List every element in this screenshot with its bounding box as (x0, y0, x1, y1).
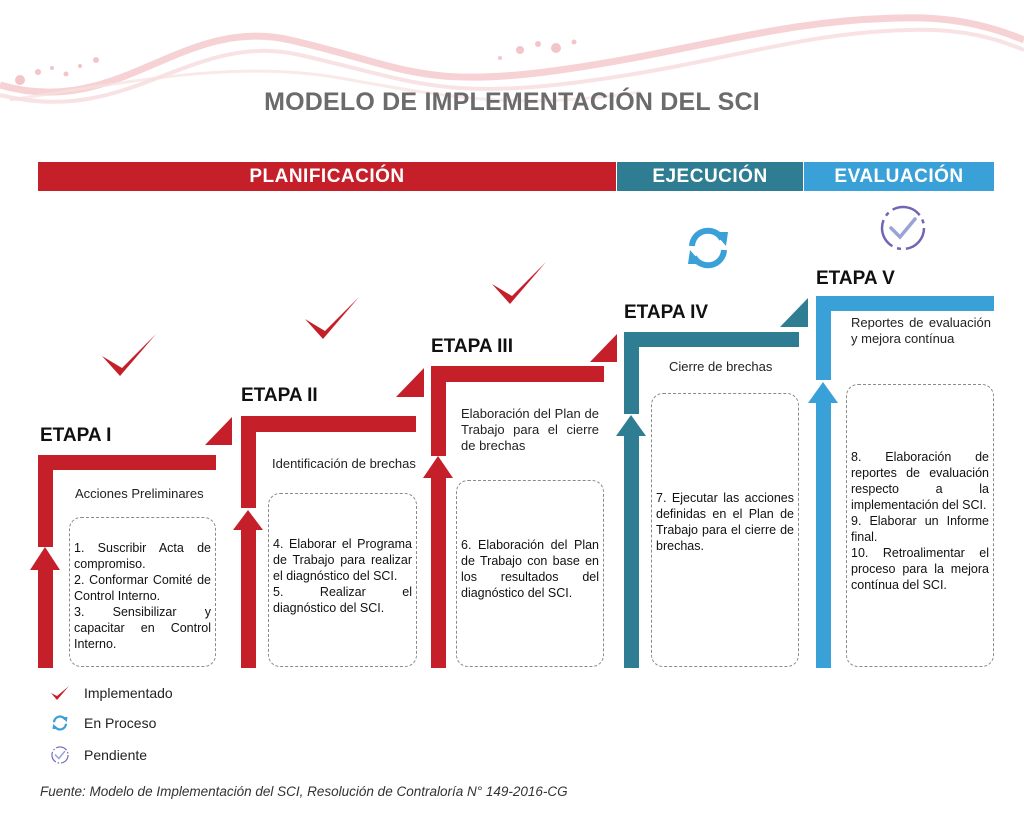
task-item: 9. Elaborar un Informe final. (851, 514, 989, 544)
decorative-wave-header (0, 14, 1024, 104)
stage-1-title: ETAPA I (40, 425, 112, 446)
phase-bar-ejecucion: EJECUCIÓN (617, 162, 803, 191)
phase-label: EJECUCIÓN (652, 165, 768, 187)
phase-label: EVALUACIÓN (834, 165, 964, 187)
pending-check-icon (51, 746, 69, 764)
task-item: 4. Elaborar el Programa de Trabajo para … (273, 537, 412, 583)
check-icon (51, 686, 69, 700)
legend-label: Pendiente (84, 747, 148, 763)
legend-item-pendiente: Pendiente (50, 745, 147, 765)
phase-bar-planificacion: PLANIFICACIÓN (38, 162, 616, 191)
page-title: MODELO DE IMPLEMENTACIÓN DEL SCI (264, 88, 760, 116)
check-icon (305, 297, 359, 339)
stage-3-title: ETAPA III (431, 336, 513, 357)
stage-5-step-shape (808, 296, 994, 668)
stage-2-status (303, 293, 361, 345)
stage-4-tasks-box: 7. Ejecutar las acciones definidas en el… (651, 393, 799, 667)
stage-5-status (877, 203, 929, 253)
stage-4-step-shape (616, 298, 808, 668)
stage-2-step-shape (233, 368, 424, 668)
stage-1-status (100, 330, 158, 382)
check-icon (492, 262, 546, 304)
task-item: 3. Sensibilizar y capacitar en Control I… (74, 605, 211, 651)
stage-2-subtitle: Identificación de brechas (272, 456, 416, 471)
task-item: 1. Suscribir Acta de compromiso. (74, 541, 211, 571)
stage-3-step-shape (423, 334, 617, 668)
stage-3-status (490, 258, 548, 310)
stage-4-subtitle: Cierre de brechas (669, 359, 773, 374)
task-item: 5. Realizar el diagnóstico del SCI. (273, 585, 412, 615)
task-item: 6. Elaboración del Plan de Trabajo con b… (461, 538, 599, 600)
task-item: 2. Conformar Comité de Control Interno. (74, 573, 211, 603)
task-item: 10. Retroalimentar el proceso para la me… (851, 546, 989, 592)
check-icon (102, 334, 156, 376)
stage-5-title: ETAPA V (816, 268, 895, 289)
stage-1-step-shape (30, 417, 232, 668)
stage-4-status (684, 224, 732, 272)
phase-label: PLANIFICACIÓN (249, 165, 405, 187)
refresh-icon (688, 227, 728, 269)
legend-item-implementado: Implementado (50, 684, 173, 702)
stage-5-tasks-box: 8. Elaboración de reportes de evaluación… (846, 384, 994, 667)
legend-label: En Proceso (84, 715, 157, 731)
stage-1-subtitle: Acciones Preliminares (75, 486, 204, 501)
source-note: Fuente: Modelo de Implementación del SCI… (40, 784, 568, 799)
legend-item-en-proceso: En Proceso (50, 714, 156, 732)
task-item: 8. Elaboración de reportes de evaluación… (851, 450, 989, 512)
stage-1-tasks-box: 1. Suscribir Acta de compromiso. 2. Conf… (69, 517, 216, 667)
stage-4-title: ETAPA IV (624, 302, 709, 323)
stage-3-tasks-box: 6. Elaboración del Plan de Trabajo con b… (456, 480, 604, 667)
task-item: 7. Ejecutar las acciones definidas en el… (656, 491, 794, 553)
stage-2-title: ETAPA II (241, 385, 318, 406)
stage-5-subtitle: Reportes de evaluación y mejora contínua (851, 315, 991, 346)
stage-2-tasks-box: 4. Elaborar el Programa de Trabajo para … (268, 493, 417, 667)
pending-check-icon (880, 205, 926, 251)
legend-label: Implementado (84, 685, 173, 701)
phase-bar-evaluacion: EVALUACIÓN (804, 162, 994, 191)
stage-3-subtitle: Elaboración del Plan de Trabajo para el … (461, 406, 599, 453)
refresh-icon (52, 715, 68, 731)
